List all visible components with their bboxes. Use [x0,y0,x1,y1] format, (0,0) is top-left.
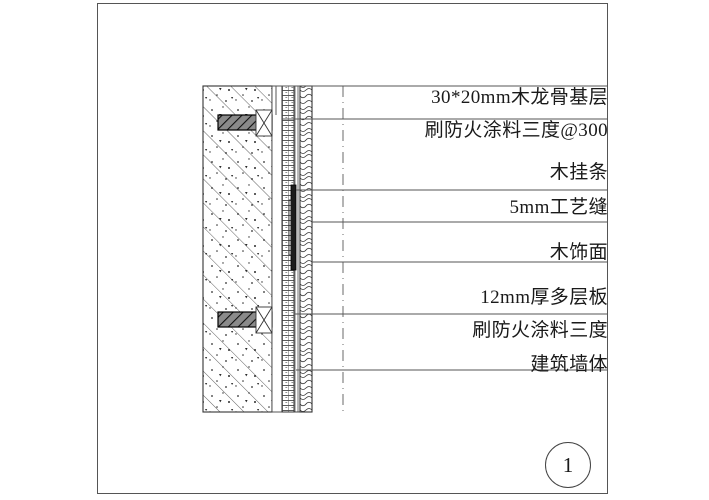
batten-upper [217,109,273,137]
annotation-building-wall: 建筑墙体 [530,354,608,375]
leader-lines [275,85,608,371]
detail-number-label: 1 [562,452,574,477]
annotation-wood-hanging-strip: 木挂条 [549,162,608,183]
annotation-plywood-12mm: 12mm厚多层板 [480,287,608,308]
annotation-wood-keel-base: 30*20mm木龙骨基层 [431,87,608,108]
annotation-fire-retardant-1: 刷防火涂料三度@300 [424,120,608,141]
detail-number-bubble: 1 [545,442,591,488]
batten-lower [217,306,273,334]
hanging-strip-bar [288,184,297,271]
veneer-layer [299,85,313,413]
building-wall-layer [202,85,273,413]
annotation-craft-joint: 5mm工艺缝 [509,197,608,218]
annotation-wood-veneer: 木饰面 [549,242,608,263]
keel-cavity-layer [271,85,283,413]
annotation-fire-retardant-2: 刷防火涂料三度 [472,320,608,341]
drawing-frame [97,3,608,494]
